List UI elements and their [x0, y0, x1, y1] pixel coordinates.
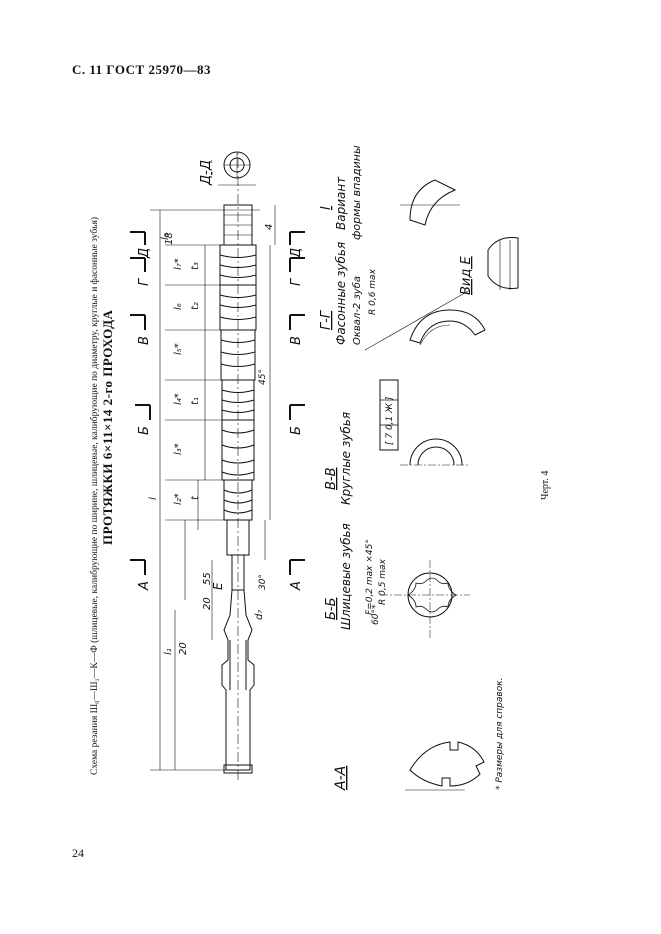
dimension-lines: [150, 205, 276, 771]
shank-end: [223, 764, 253, 774]
section-bb-title: Б-Б: [324, 597, 339, 620]
page-header: С. 11 ГОСТ 25970—83: [72, 62, 211, 77]
cut-label-d: Д: [137, 248, 152, 259]
dim-20a: 20: [178, 642, 189, 655]
dim-d7: d₇: [254, 610, 265, 620]
cut-label-b2: Б: [289, 426, 304, 435]
section-bb-view: [380, 560, 470, 640]
cut-label-e: Е: [211, 582, 225, 590]
dim-l6: l₆: [173, 303, 184, 310]
section-dd-view: [218, 151, 256, 186]
section-gg-title: Г-Г: [319, 309, 334, 330]
detail-i-subtitle1: Вариант: [334, 176, 348, 230]
dim-l1: l₁: [163, 648, 174, 655]
section-dd-title: Д-Д: [199, 160, 214, 186]
dim-55: 55: [202, 572, 213, 585]
detail-i-title: I: [319, 206, 334, 210]
dim-l3: l₃*: [173, 443, 184, 455]
dim-t2: t₂: [190, 302, 201, 310]
cut-label-a: А: [137, 581, 152, 591]
dim-45deg: 45°: [258, 369, 268, 385]
section-cut-marks: [130, 231, 305, 575]
section-bb-subtitle: Шлицевые зубья: [339, 523, 353, 630]
section-gg-subtitle2: Оквал-2 зуба: [351, 276, 363, 345]
section-vv-title: В-В: [324, 467, 339, 490]
tooth-section-4: [220, 329, 256, 381]
dim-t1: t₁: [190, 397, 201, 405]
detail-i-subtitle2: формы впадины: [350, 145, 363, 240]
dim-4: 4: [264, 224, 275, 230]
dim-chamfer: F=0,2 max ×45°: [365, 539, 375, 615]
tolerance-frame: [379, 379, 399, 451]
section-gg-view: [364, 289, 486, 351]
cut-label-g: Г: [137, 277, 152, 286]
dim-r05: R 0,5 max: [378, 558, 388, 605]
dim-30deg: 30°: [258, 574, 268, 590]
dim-18: 18: [164, 232, 175, 245]
cut-label-b: Б: [137, 426, 152, 435]
cut-label-a2: А: [289, 581, 304, 591]
dim-t3: t₃: [190, 262, 201, 270]
section-vv-view: [400, 438, 470, 466]
cut-label-v: В: [137, 336, 152, 345]
dim-l8: l₈: [160, 233, 171, 240]
section-vv-subtitle: Круглые зубья: [339, 412, 353, 505]
dim-20b: 20: [202, 597, 213, 610]
section-gg-subtitle: Фасонные зубья: [334, 242, 348, 345]
dim-l4: l₄*: [173, 393, 184, 405]
section-aa-title: А-А: [333, 766, 349, 791]
dim-l7: l₇*: [173, 258, 184, 270]
dim-r06: R 0,6 max: [368, 268, 378, 315]
cut-label-v2: В: [289, 336, 304, 345]
cut-label-d2: Д: [289, 248, 304, 259]
dim-60deg: 60°*: [371, 604, 381, 625]
dim-t: t: [190, 495, 201, 500]
view-e-title: Вид Е: [459, 256, 474, 295]
dim-l: l: [148, 497, 159, 500]
page-number: 24: [72, 846, 84, 860]
detail-i: [400, 179, 460, 226]
section-aa-view: [405, 741, 485, 791]
dim-tolerance: [ 7 0,1 Ж ]: [385, 396, 395, 445]
cut-label-g2: Г: [289, 277, 304, 286]
dim-l2: l₂*: [173, 493, 184, 505]
dim-l5: l₅*: [173, 343, 184, 355]
view-e: [487, 237, 519, 290]
